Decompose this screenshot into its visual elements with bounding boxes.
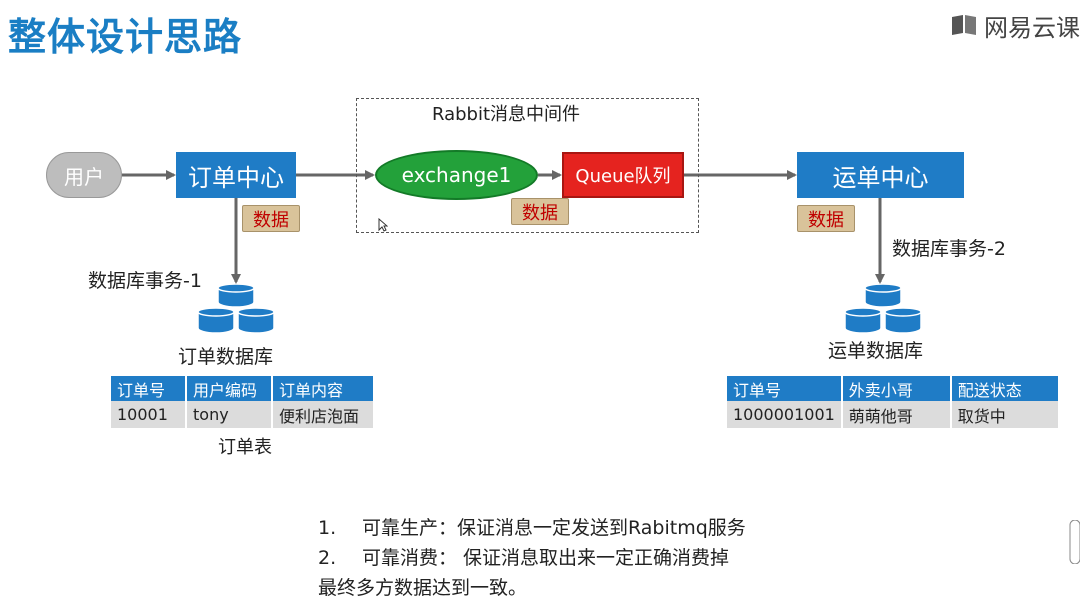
column-header: 用户编码 — [186, 376, 273, 401]
table-cell: 取货中 — [950, 401, 1060, 428]
transaction-2-label: 数据库事务-2 — [892, 238, 1006, 260]
note-number: 2. — [318, 547, 337, 569]
brand-logo: 网易云课 — [950, 8, 1080, 42]
middleware-data-tag: 数据 — [511, 198, 569, 225]
note-text: 可靠生产：保证消息一定发送到Rabitmq服务 — [362, 517, 746, 539]
table-cell: 10001 — [111, 401, 187, 428]
mouse-cursor-icon — [378, 218, 388, 232]
notes: 1. 可靠生产：保证消息一定发送到Rabitmq服务 2. 可靠消费： 保证消息取出… — [318, 513, 746, 603]
middleware-boundary — [356, 98, 699, 233]
note-conclusion: 最终多方数据达到一致。 — [318, 577, 528, 599]
table-header-row: 订单号 用户编码 订单内容 — [111, 376, 375, 401]
note-text: 可靠消费： 保证消息取出来一定正确消费掉 — [362, 547, 730, 569]
column-header: 配送状态 — [950, 376, 1060, 401]
order-table: 订单号 用户编码 订单内容 10001 tony 便利店泡面 — [111, 376, 375, 428]
waybill-table: 订单号 外卖小哥 配送状态 1000001001 萌萌他哥 取货中 — [727, 376, 1060, 428]
table-cell: 1000001001 — [727, 401, 843, 428]
middleware-title: Rabbit消息中间件 — [431, 104, 581, 125]
page-title: 整体设计思路 — [8, 15, 243, 59]
table-cell: 便利店泡面 — [272, 401, 375, 428]
database-icon — [844, 284, 922, 334]
table-header-row: 订单号 外卖小哥 配送状态 — [727, 376, 1060, 401]
column-header: 外卖小哥 — [841, 376, 952, 401]
queue-node: Queue队列 — [562, 152, 684, 198]
transaction-1-label: 数据库事务-1 — [88, 270, 202, 292]
edge-handle[interactable] — [1068, 520, 1080, 564]
column-header: 订单号 — [111, 376, 187, 401]
table-cell: tony — [186, 401, 273, 428]
brand-name: 网易云课 — [984, 13, 1080, 42]
note-number: 1. — [318, 517, 337, 539]
exchange-node: exchange1 — [375, 150, 538, 200]
book-icon — [952, 15, 976, 35]
table-cell: 萌萌他哥 — [841, 401, 952, 428]
column-header: 订单内容 — [272, 376, 375, 401]
table-row: 1000001001 萌萌他哥 取货中 — [727, 401, 1060, 428]
user-node: 用户 — [46, 152, 122, 198]
waybill-data-tag: 数据 — [797, 205, 855, 232]
waybill-db-label: 运单数据库 — [828, 340, 924, 362]
order-data-tag: 数据 — [242, 205, 300, 232]
waybill-center-node: 运单中心 — [797, 152, 964, 198]
database-icon — [197, 284, 275, 334]
column-header: 订单号 — [727, 376, 843, 401]
table-row: 10001 tony 便利店泡面 — [111, 401, 375, 428]
order-table-caption: 订单表 — [218, 437, 272, 458]
note-line: 1. 可靠生产：保证消息一定发送到Rabitmq服务 — [318, 513, 746, 543]
order-center-node: 订单中心 — [176, 152, 296, 198]
note-line: 2. 可靠消费： 保证消息取出来一定正确消费掉 — [318, 543, 746, 573]
order-db-label: 订单数据库 — [178, 346, 274, 368]
